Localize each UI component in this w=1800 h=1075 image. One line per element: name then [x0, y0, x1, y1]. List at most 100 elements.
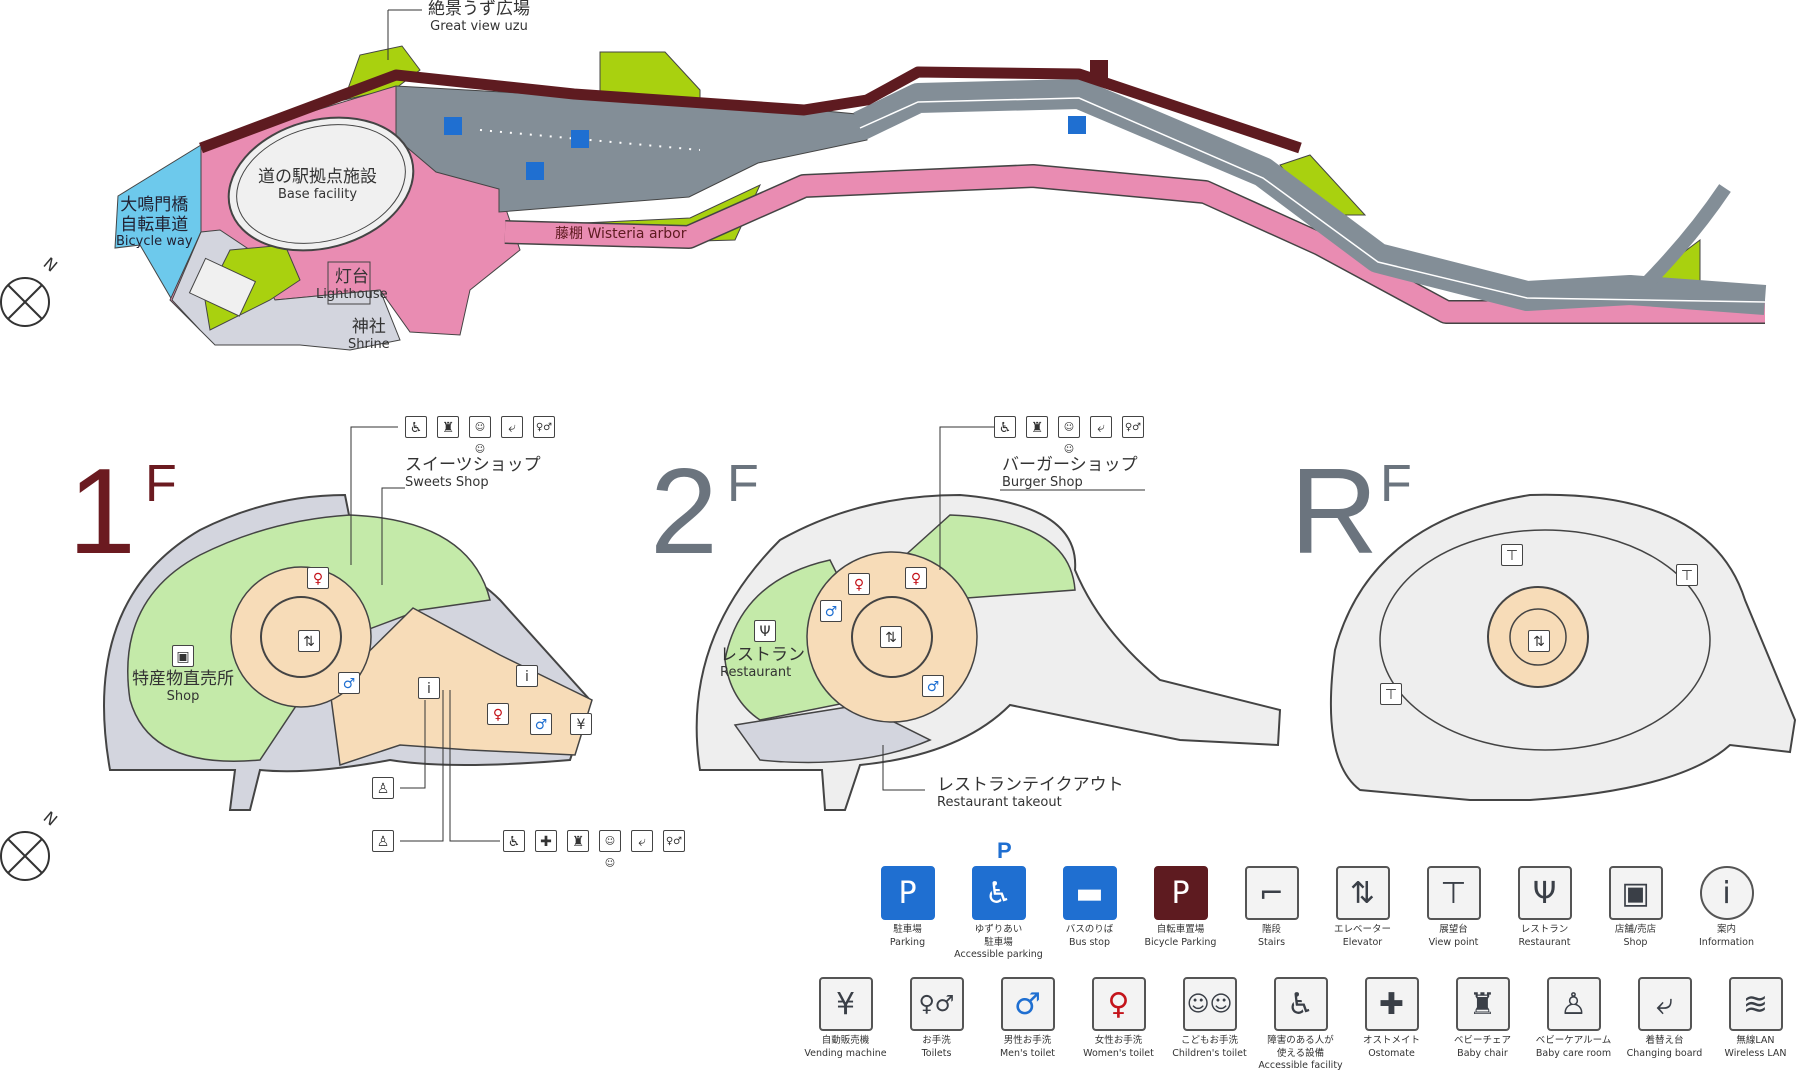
floor-r-suffix: F [1380, 455, 1412, 513]
womens-toilet-icon: ♀ [487, 703, 509, 725]
legend-label-line: 無線LAN [1736, 1035, 1775, 1046]
mens-toilet-icon: ♂ [338, 672, 360, 694]
leader-line [939, 426, 996, 570]
great-view-en: Great view uzu [430, 18, 528, 34]
changing-board-icon: ⤶ [1090, 416, 1112, 438]
floor-2-number: 2 [650, 443, 718, 579]
legend-label-line: 使える設備 [1276, 1047, 1325, 1059]
building [188, 257, 257, 317]
legend-label-line: 自転車置場 [1156, 924, 1205, 935]
leader-line [381, 487, 405, 585]
changing-board-icon: ⤶ [501, 416, 523, 438]
road-center-line [859, 97, 1766, 303]
legend-label-line: お手洗 [922, 1035, 951, 1046]
view-point-icon: ⊤ [1426, 866, 1481, 920]
legend-label-line: Women's toilet [1083, 1047, 1154, 1059]
vending-machine-icon: ¥ [818, 977, 873, 1031]
view-point-icon: ⊤ [1676, 564, 1698, 586]
baby-care-room-icon: ♙ [372, 830, 394, 852]
lighthouse-building [327, 261, 371, 305]
toilets-icon: ♀♂ [533, 416, 555, 438]
elevator-icon: ⇅ [880, 626, 902, 648]
baby-chair-icon: ♜ [1455, 977, 1510, 1031]
stairs-icon: ⌐ [1244, 866, 1299, 920]
accessible-parking-p-label: P [997, 838, 1012, 863]
floor-r-number: R [1290, 443, 1379, 579]
legend-label-line: ベビーチェア [1453, 1035, 1511, 1046]
shrine-jp: 神社 [351, 317, 386, 337]
legend-label-line: Ostomate [1368, 1047, 1415, 1059]
base-facility-outline [236, 124, 406, 244]
legend-label-line: レストラン [1520, 924, 1569, 935]
road [853, 79, 1767, 315]
womens-toilet-icon: ♀ [1091, 977, 1146, 1031]
changing-board-icon: ⤶ [1637, 977, 1692, 1031]
legend-label-line: Wireless LAN [1724, 1047, 1787, 1059]
mens-toilet-icon: ♂ [922, 675, 944, 697]
lighthouse-en: Lighthouse [316, 286, 388, 302]
parking-stripes [479, 129, 701, 151]
roof-ring [1379, 529, 1711, 751]
legend-label-line: 展望台 [1439, 924, 1468, 935]
leader-line [400, 690, 444, 842]
wisteria-jp: 藤棚 [555, 226, 583, 242]
parking-icon: P [880, 866, 935, 920]
shop-icon: ▣ [172, 645, 194, 667]
womens-toilet-icon: ♀ [905, 567, 927, 589]
legend-label-line: オストメイト [1362, 1035, 1420, 1046]
legend-label-line: 着替え台 [1645, 1035, 1684, 1046]
restaurant-jp: レストラン [720, 645, 805, 665]
legend-label-line: Baby care room [1535, 1047, 1612, 1059]
information-icon: i [1699, 866, 1754, 920]
legend-label-line: Accessible facility [1258, 1060, 1343, 1071]
information-icon: i [516, 665, 538, 687]
burger-shop-jp: バーガーショップ [1002, 455, 1138, 475]
baby-chair-icon: ♜ [1026, 416, 1048, 438]
legend-label-line: Toilets [921, 1047, 952, 1059]
sweets-shop-en: Sweets Shop [405, 474, 489, 490]
accessible-facility-icon: ♿ [405, 416, 427, 438]
accessible-parking-icon: ♿ [971, 866, 1026, 920]
compass-icon [0, 277, 50, 327]
takeout-jp: レストランテイクアウト [937, 775, 1124, 795]
local-shop-jp: 特産物直売所 [132, 669, 234, 689]
legend-label-line: ベビーケアルーム [1535, 1035, 1612, 1046]
base-facility-jp: 道の駅拠点施設 [258, 167, 377, 187]
legend-label-line: Information [1699, 936, 1754, 948]
leader-line [882, 745, 925, 791]
legend-label-line: Changing board [1626, 1047, 1703, 1059]
baby-care-room-icon: ♙ [1546, 977, 1601, 1031]
legend-label-line: Restaurant [1518, 936, 1571, 948]
ostomate-icon: ✚ [1364, 977, 1419, 1031]
mens-toilet-icon: ♂ [1000, 977, 1055, 1031]
legend-label-line: 駐車場 [893, 924, 922, 935]
accessible-facility-icon: ♿ [503, 830, 525, 852]
legend-label-line: こどもお手洗 [1180, 1035, 1238, 1046]
base-facility-en: Base facility [277, 186, 358, 202]
childrens-toilet-icon: ☺☺ [1058, 416, 1080, 455]
accessible-facility-icon: ♿ [994, 416, 1016, 438]
legend-label-line: ゆずりあい [974, 924, 1023, 935]
